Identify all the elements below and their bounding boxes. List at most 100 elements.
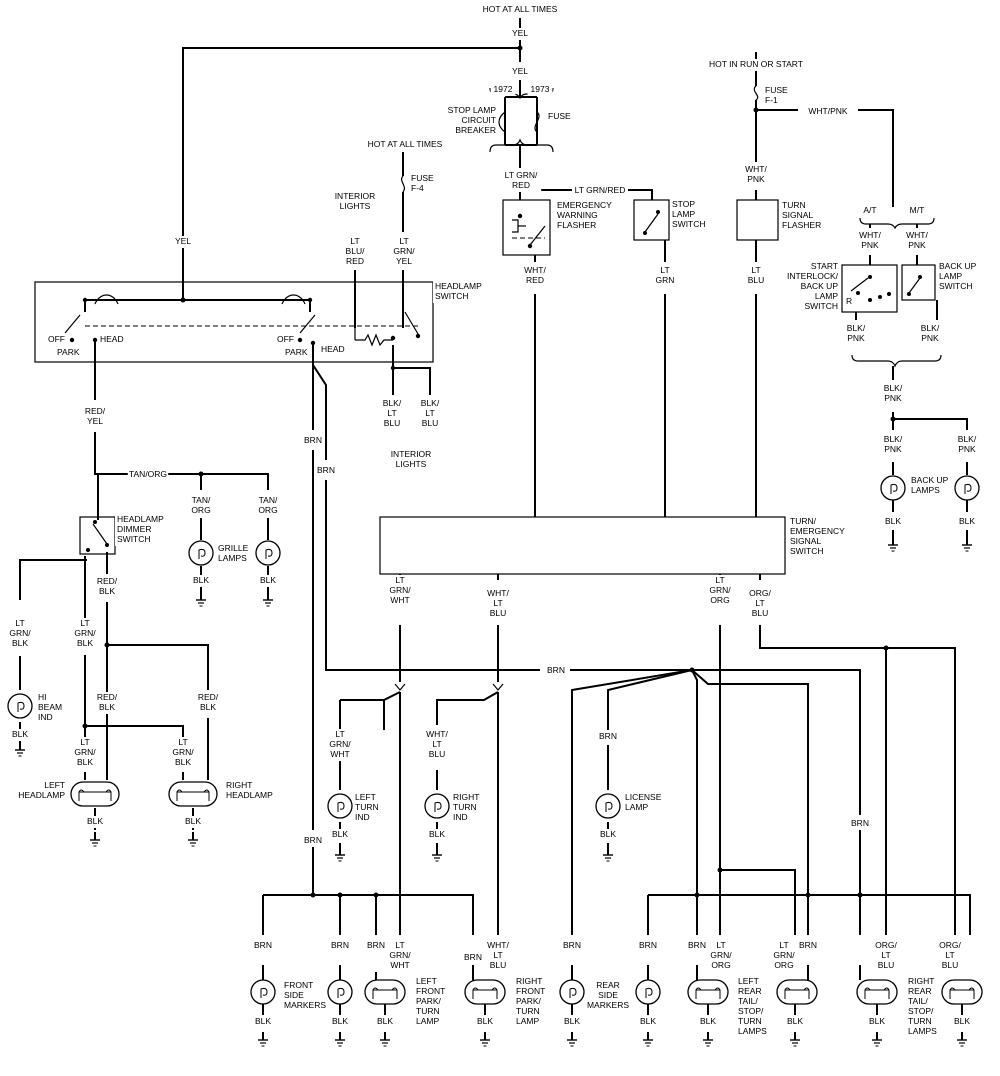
bulb-icon (559, 979, 585, 1005)
wire-label-org-lt-blu-text: LT (881, 950, 890, 960)
wire-label-lt-grn-org-text: GRN/ (709, 585, 731, 595)
wire-label-blk-text: BLK (885, 516, 901, 526)
headlamp-switch-label-text: SWITCH (435, 291, 469, 301)
head-label: HEAD (98, 334, 124, 346)
wire-label-red-blk: RED/BLK (94, 692, 120, 714)
ground-icon (703, 1032, 713, 1047)
wire-label-brn-text: BRN (317, 465, 335, 475)
right-rear-lamps-label-text: REAR (908, 986, 932, 996)
component-symbols (34, 45, 942, 898)
dual-filament-lamp-icon (70, 781, 120, 807)
wire-label-org-lt-blu-text: BLU (752, 608, 769, 618)
hot-at-all-times-label-text: HOT AT ALL TIMES (483, 4, 558, 14)
wire-label-lt-blu-text: LT (751, 265, 760, 275)
right-front-park-turn-label-text: PARK/ (516, 996, 542, 1006)
wire-label-blk: BLK (867, 1016, 887, 1028)
turn-signal-flasher-box (736, 199, 779, 241)
wire-label-lt-grn-wht-text: GRN/ (329, 739, 351, 749)
wire-label-brn-text: BRN (464, 952, 482, 962)
wire-label-lt-grn-wht-text: LT (395, 575, 404, 585)
wire-label-brn: BRN (850, 818, 870, 830)
wire-label-tan-org: TAN/ORG (188, 495, 214, 517)
left-rear-lamps-label-text: TURN (738, 1016, 762, 1026)
wire-label-blk-pnk: BLK/PNK (954, 434, 980, 456)
wire-label-lt-grn-red: LT GRN/RED (500, 170, 542, 192)
circuit-breaker-arc (94, 294, 119, 305)
wire-label-wht-pnk-text: PNK (861, 240, 879, 250)
ground-icon (888, 537, 898, 552)
fuse-f4-label-text: FUSE (411, 173, 434, 183)
wire-label-tan-org-text: TAN/ (192, 495, 211, 505)
wire-label-blk: BLK (883, 516, 903, 528)
ground-icon (567, 1032, 577, 1047)
wire-label-blk-lt-blu-text: BLK/ (383, 398, 402, 408)
wire-label-lt-grn-red-text: RED (512, 180, 530, 190)
wire-label-lt-grn-yel-text: LT (399, 236, 408, 246)
back-up-lamps-label-text: BACK UP (911, 475, 949, 485)
wire-label-wht-pnk-text: WHT/ (859, 230, 881, 240)
park-label: PARK (283, 347, 308, 359)
wire-label-red-yel-text: YEL (87, 416, 103, 426)
wire-label-lt-grn-blk-text: GRN/ (74, 628, 96, 638)
wire-label-wht-pnk: WHT/PNK (857, 230, 883, 252)
hi-beam-ind-label-text: IND (38, 712, 53, 722)
wire-label-blk: BLK (427, 829, 447, 841)
hot-at-all-times-label: HOT AT ALL TIMES (476, 4, 564, 16)
fuse-f1-symbol (753, 85, 759, 101)
wire-label-blk: BLK (375, 1016, 395, 1028)
wire-label-yel-text: YEL (512, 28, 528, 38)
back-up-lamp-switch-box (901, 264, 936, 301)
wire-label-brn-text: BRN (367, 940, 385, 950)
headlamp-dimmer-label-text: HEADLAMP (117, 514, 164, 524)
left-rear-lamps-label-text: REAR (738, 986, 762, 996)
wire-label-red-blk-text: BLK (99, 702, 115, 712)
wire-label-wht-lt-blu-text: LT (493, 598, 502, 608)
year-label: 1972 (490, 84, 516, 96)
wire-label-blk-lt-blu-text: LT (387, 408, 396, 418)
bulb-icon (880, 475, 906, 501)
wire-label-org-lt-blu-text: ORG/ (939, 940, 961, 950)
wire-label-lt-grn-wht-text: LT (395, 940, 404, 950)
wire-label-org-lt-blu-text: BLU (878, 960, 895, 970)
start-interlock-label-text: INTERLOCK/ (787, 271, 839, 281)
wire-label-lt-grn-blk-text: BLK (12, 638, 28, 648)
park-label-text: PARK (285, 347, 308, 357)
fuse-f1-label-text: F-1 (765, 95, 778, 105)
bulb-icon (250, 979, 276, 1005)
park-label-text: PARK (57, 347, 80, 357)
wire-label-blk-pnk-text: PNK (921, 333, 939, 343)
wire-label-lt-grn-red-text: LT GRN/RED (575, 185, 626, 195)
wire-label-yel: YEL (510, 28, 530, 40)
wire-label-lt-grn-text: LT (660, 265, 669, 275)
wire-label-blk: BLK (183, 816, 203, 828)
wire-label-brn: BRN (638, 940, 658, 952)
left-rear-lamps-label-text: STOP/ (738, 1006, 764, 1016)
wire-label-blk: BLK (562, 1016, 582, 1028)
wire-label-wht-pnk-text: WHT/ (745, 164, 767, 174)
wire-label-blk-text: BLK (700, 1016, 716, 1026)
turn-signal-flasher-label-text: TURN (782, 200, 806, 210)
wire-label-org-lt-blu-text: LT (755, 598, 764, 608)
wire-label-blk-pnk: BLK/PNK (843, 323, 869, 345)
year-label-text: 1972 (494, 84, 513, 94)
interior-lights-label-text: INTERIOR (335, 191, 376, 201)
wire-label-lt-grn-org-text: ORG (774, 960, 793, 970)
wire-label-brn-text: BRN (639, 940, 657, 950)
wire-label-lt-blu-red-text: LT (350, 236, 359, 246)
bulb-icon (954, 475, 980, 501)
wire-label-wht-pnk: WHT/PNK (743, 164, 769, 186)
wire-label-brn-text: BRN (547, 665, 565, 675)
wire-label-brn: BRN (330, 940, 350, 952)
